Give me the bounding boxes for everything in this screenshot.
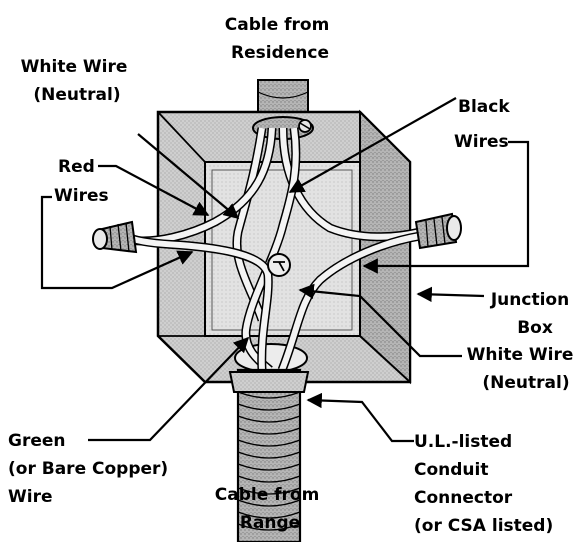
black-wires-label: Black Wires [454, 97, 516, 152]
green-wire-label: Green (or Bare Copper) Wire [8, 431, 174, 507]
left-wire-nut [92, 220, 138, 254]
white-wire-top-label: White Wire (Neutral) [21, 57, 134, 105]
red-wires-label: Red Wires [54, 157, 109, 206]
cable-from-residence-label: Cable from Residence [225, 15, 336, 63]
right-wire-nut [414, 212, 462, 250]
junction-box-label: Junction Box [490, 290, 575, 338]
range-conduit [228, 368, 310, 542]
conduit-connector-label: U.L.-listed Conduit Connector (or CSA li… [414, 432, 553, 536]
cable-from-range-label: Cable from Range [215, 485, 326, 533]
leader-lines [40, 97, 530, 443]
white-wire-bottom-label: White Wire (Neutral) [467, 345, 580, 393]
box-wires [128, 127, 422, 374]
